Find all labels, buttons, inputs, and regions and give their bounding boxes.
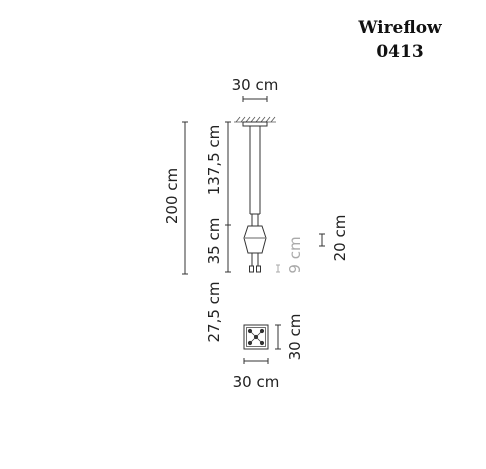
canopy bbox=[242, 121, 268, 127]
top-view-depth-label: 30 cm bbox=[286, 314, 304, 361]
cable-length-label: 137,5 cm bbox=[205, 125, 223, 196]
pendant-tips bbox=[249, 253, 261, 273]
top-view-canopy bbox=[243, 324, 269, 350]
total-height-label: 200 cm bbox=[163, 168, 181, 224]
lamp-shade bbox=[243, 225, 267, 254]
product-name: Wireflow bbox=[358, 18, 442, 38]
pendant-drop-line bbox=[276, 264, 280, 273]
lower-section-label: 35 cm bbox=[205, 218, 223, 265]
top-view-offset-label: 27,5 cm bbox=[205, 281, 223, 342]
canopy-width-label: 30 cm bbox=[232, 76, 279, 94]
cable-length-line bbox=[225, 121, 231, 226]
top-view-width-line bbox=[243, 358, 269, 364]
top-view-depth-line bbox=[275, 324, 281, 350]
shade-height-label: 20 cm bbox=[331, 215, 349, 262]
total-height-line bbox=[182, 121, 188, 275]
shade-height-line bbox=[319, 233, 325, 247]
lower-section-line bbox=[225, 225, 231, 273]
pendant-rods bbox=[249, 126, 261, 226]
pendant-drop-label: 9 cm bbox=[286, 236, 304, 273]
product-code: 0413 bbox=[376, 42, 424, 62]
ceiling-hatch bbox=[234, 116, 276, 123]
top-view-width-label: 30 cm bbox=[233, 373, 280, 391]
canopy-width-line bbox=[242, 96, 268, 102]
